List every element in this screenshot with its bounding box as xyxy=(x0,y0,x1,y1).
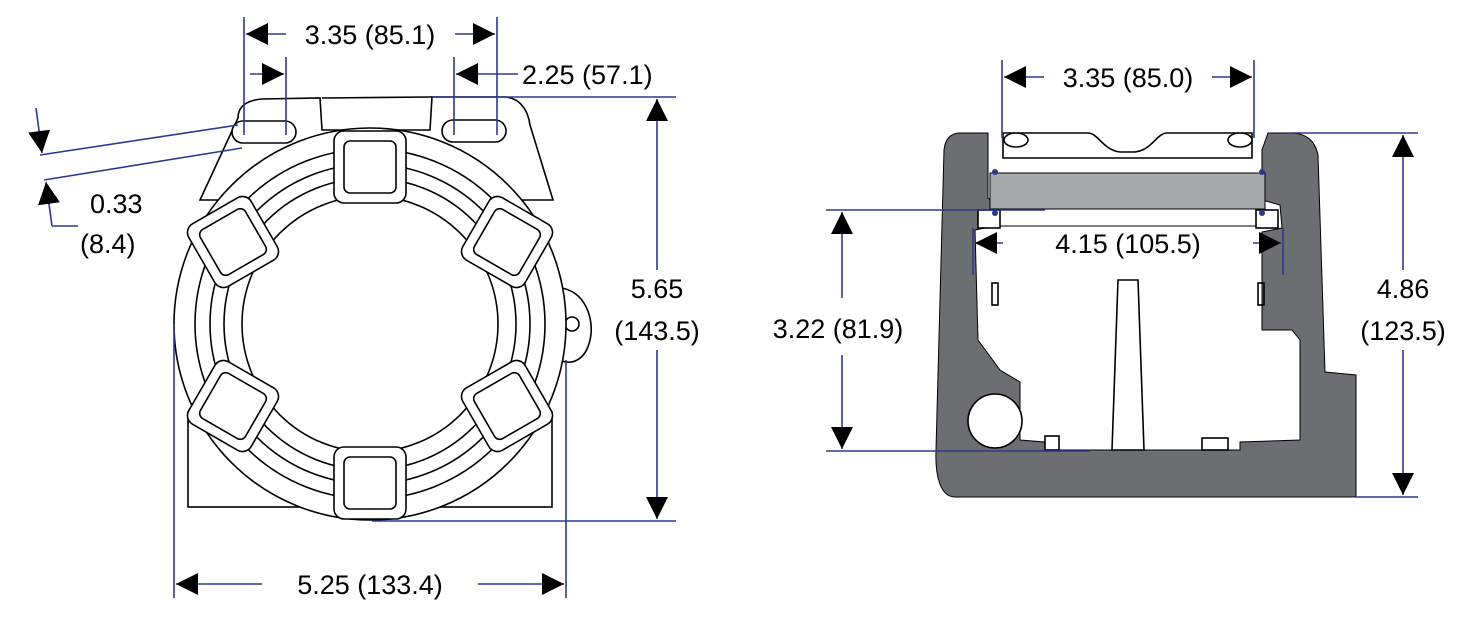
dim-slot-spacing-label: 2.25 (57.1) xyxy=(522,60,653,90)
dim-section-top-width-label: 3.35 (85.0) xyxy=(1063,63,1194,93)
right-mount-slot xyxy=(441,119,507,143)
section-view: 3.35 (85.0) 4.15 (105.5) 3.22 (81.9) 4.8… xyxy=(773,60,1446,498)
dim-front-width: 5.25 (133.4) xyxy=(173,324,567,600)
dim-front-height-value-label: 5.65 xyxy=(631,274,684,304)
dim-section-inner-width: 4.15 (105.5) xyxy=(972,228,1284,275)
dim-front-height: 5.65 (143.5) xyxy=(372,96,700,522)
section-conduit-hole xyxy=(967,393,1023,449)
dim-offset-metric-label: (8.4) xyxy=(80,229,136,259)
dim-front-height-metric-label: (143.5) xyxy=(614,316,700,346)
center-post xyxy=(1111,279,1145,451)
dim-bolt-spacing: 3.35 (85.1) xyxy=(243,17,498,135)
dim-section-top-width: 3.35 (85.0) xyxy=(1001,60,1255,138)
dim-offset-value-label: 0.33 xyxy=(90,189,143,219)
grip-lugs xyxy=(186,130,554,520)
dim-section-height-value-label: 4.86 xyxy=(1377,274,1430,304)
dim-section-depth: 3.22 (81.9) xyxy=(773,209,1090,452)
cover-top xyxy=(1002,132,1253,159)
dim-front-width-label: 5.25 (133.4) xyxy=(297,570,443,600)
dim-offset: 0.33 (8.4) xyxy=(28,107,243,259)
dim-slot-spacing: 2.25 (57.1) xyxy=(250,57,653,135)
dim-bolt-spacing-label: 3.35 (85.1) xyxy=(305,20,436,50)
inner-window-circle xyxy=(241,195,499,453)
left-mount-slot xyxy=(231,120,297,144)
dim-section-height-metric-label: (123.5) xyxy=(1360,316,1446,346)
conduit-hole xyxy=(564,316,580,332)
cap-insert xyxy=(989,172,1266,210)
front-view: 3.35 (85.1) 2.25 (57.1) 0.33 (8.4) 5.65 xyxy=(28,17,700,600)
dim-section-height: 4.86 (123.5) xyxy=(1290,132,1446,498)
dim-section-depth-label: 3.22 (81.9) xyxy=(773,314,904,344)
dim-section-inner-width-label: 4.15 (105.5) xyxy=(1055,229,1201,259)
